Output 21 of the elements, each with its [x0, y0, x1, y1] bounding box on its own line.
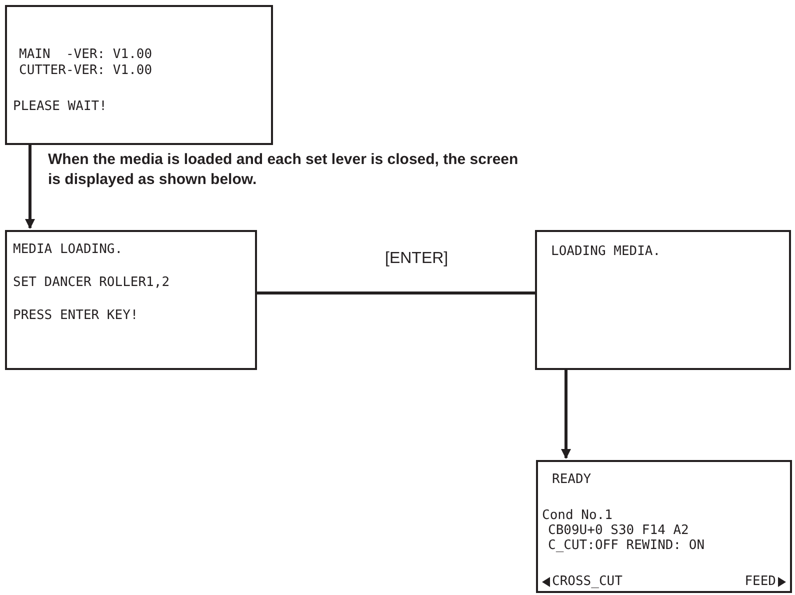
screen-text: PLEASE WAIT! — [13, 99, 107, 114]
screen-text: C_CUT:OFF REWIND: ON — [548, 538, 705, 553]
screen-text: LOADING MEDIA. — [551, 244, 661, 259]
screen-text: PRESS ENTER KEY! — [13, 308, 138, 323]
lcd-screen-panel — [536, 460, 792, 593]
screen-text: READY — [552, 472, 592, 487]
screen-text: FEED — [744, 574, 776, 589]
edge-label: [ENTER] — [385, 250, 448, 268]
arrow — [25, 145, 35, 229]
screen-text: MEDIA LOADING. — [13, 242, 123, 257]
arrow — [561, 370, 571, 459]
connector-line — [257, 292, 535, 294]
lcd-screen-panel — [5, 230, 257, 370]
screen-text: MAIN -VER: V1.00 — [19, 47, 152, 62]
screen-text: CUTTER-VER: V1.00 — [19, 63, 152, 78]
screen-text: CB09U+0 S30 F14 A2 — [548, 523, 689, 538]
screen-text: SET DANCER ROLLER1,2 — [13, 275, 170, 290]
screen-text: CROSS_CUT — [552, 574, 622, 589]
lcd-screen-panel — [5, 5, 273, 145]
lcd-screen-panel — [535, 230, 791, 370]
screen-text: Cond No.1 — [542, 508, 612, 523]
